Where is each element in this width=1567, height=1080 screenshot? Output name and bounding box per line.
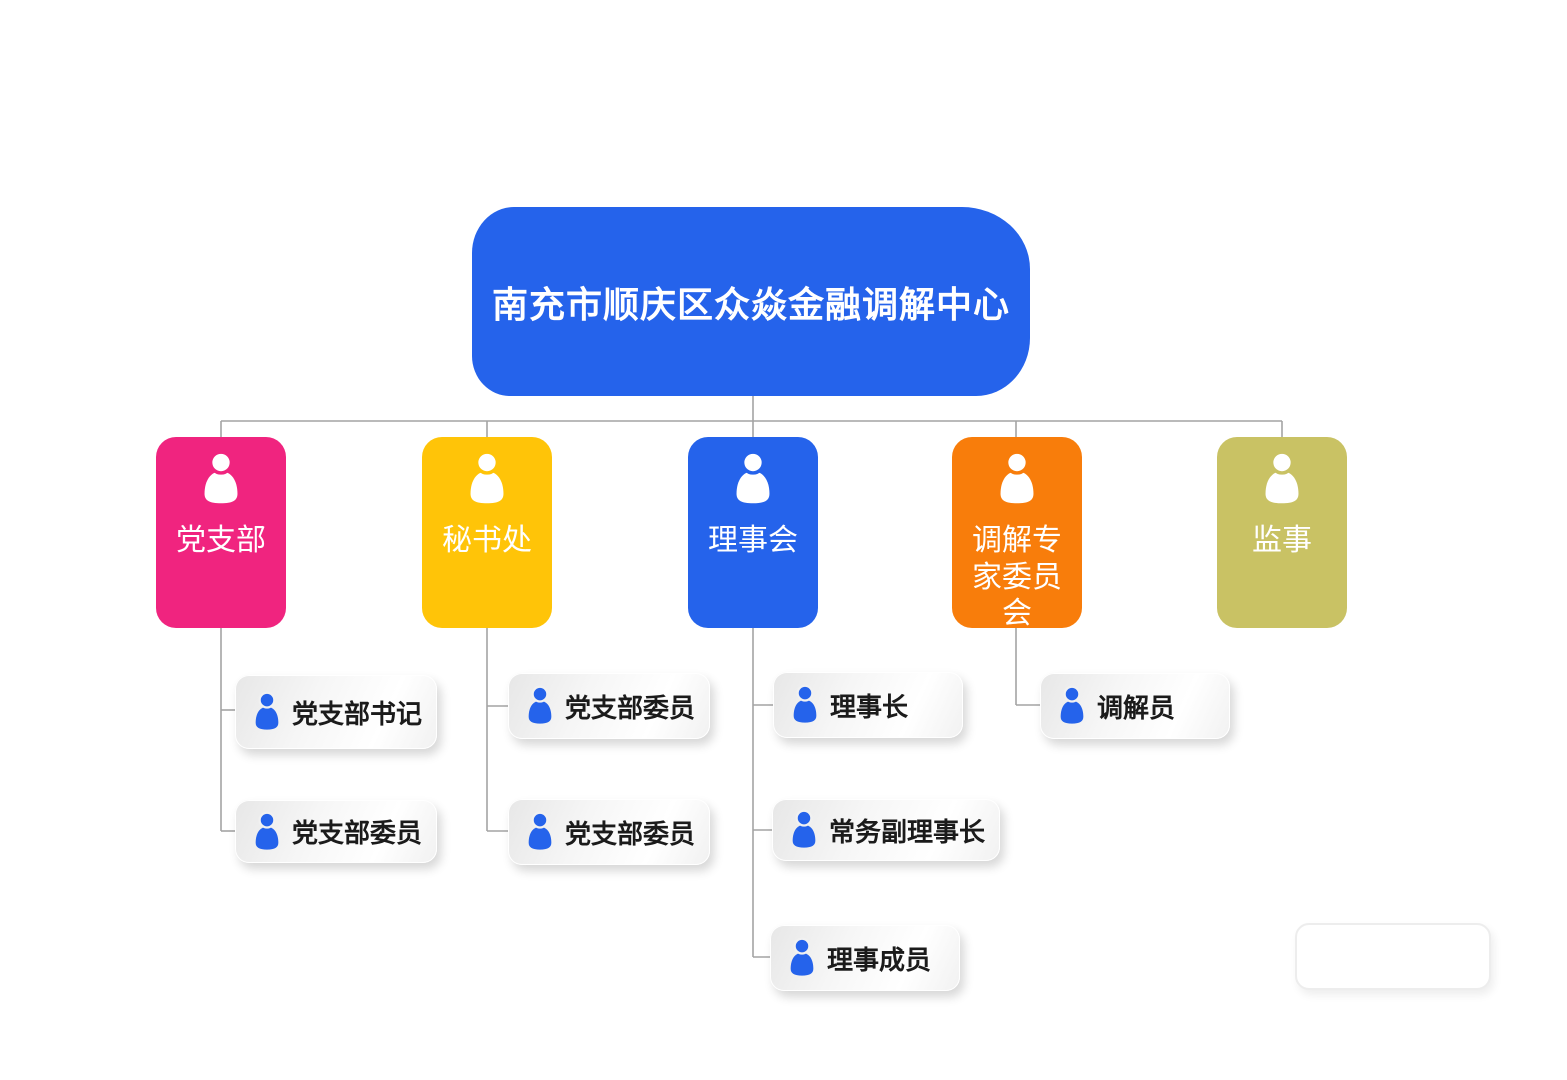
person-icon	[528, 685, 552, 724]
person-icon	[793, 684, 817, 723]
dept-node-label: 秘书处	[442, 524, 532, 557]
person-icon	[204, 450, 238, 504]
dept-node-label: 理事会	[708, 524, 798, 557]
root-node-label: 南充市顺庆区众焱金融调解中心	[491, 283, 1010, 325]
person-icon	[255, 811, 279, 850]
dept-node-council[interactable]: 理事会	[688, 437, 818, 628]
role-card-party-branch-member-1[interactable]: 党支部委员	[235, 800, 438, 863]
dept-node-label: 调解专家委员会	[972, 524, 1062, 631]
dept-node-mediation-expert-committee[interactable]: 调解专家委员会	[952, 437, 1082, 630]
person-icon	[255, 691, 279, 730]
person-icon	[736, 450, 770, 504]
role-card-executive-vice-chairman[interactable]: 常务副理事长	[772, 799, 1001, 861]
person-icon	[528, 811, 552, 850]
dept-node-label: 监事	[1252, 524, 1312, 557]
role-card-label: 理事成员	[827, 944, 932, 975]
person-icon	[790, 937, 814, 976]
dept-node-party-branch[interactable]: 党支部	[156, 437, 286, 628]
dept-node-label: 党支部	[176, 524, 266, 557]
dept-node-supervisor[interactable]: 监事	[1217, 437, 1347, 628]
dept-node-secretariat[interactable]: 秘书处	[422, 437, 552, 628]
role-card-label: 理事长	[830, 691, 909, 722]
person-icon	[792, 809, 816, 848]
role-card-label: 调解员	[1097, 692, 1176, 723]
role-card-council-member[interactable]: 理事成员	[770, 925, 960, 991]
role-card-label: 党支部委员	[565, 692, 696, 723]
person-icon	[470, 450, 504, 504]
person-icon	[1060, 685, 1084, 724]
role-card-label: 党支部书记	[292, 698, 423, 729]
role-card-label: 常务副理事长	[829, 816, 986, 847]
role-card-party-branch-member-3[interactable]: 党支部委员	[508, 799, 711, 865]
role-card-label: 党支部委员	[292, 818, 423, 848]
root-node[interactable]: 南充市顺庆区众焱金融调解中心	[472, 207, 1030, 396]
role-card-party-branch-member-2[interactable]: 党支部委员	[508, 673, 711, 739]
role-card-label: 党支部委员	[565, 818, 696, 849]
role-card-chairman[interactable]: 理事长	[773, 672, 963, 738]
person-icon	[1265, 450, 1299, 504]
role-card-party-branch-secretary[interactable]: 党支部书记	[235, 675, 438, 749]
empty-placeholder-card[interactable]	[1295, 923, 1491, 990]
role-card-mediator[interactable]: 调解员	[1040, 673, 1230, 739]
person-icon	[1000, 450, 1034, 504]
